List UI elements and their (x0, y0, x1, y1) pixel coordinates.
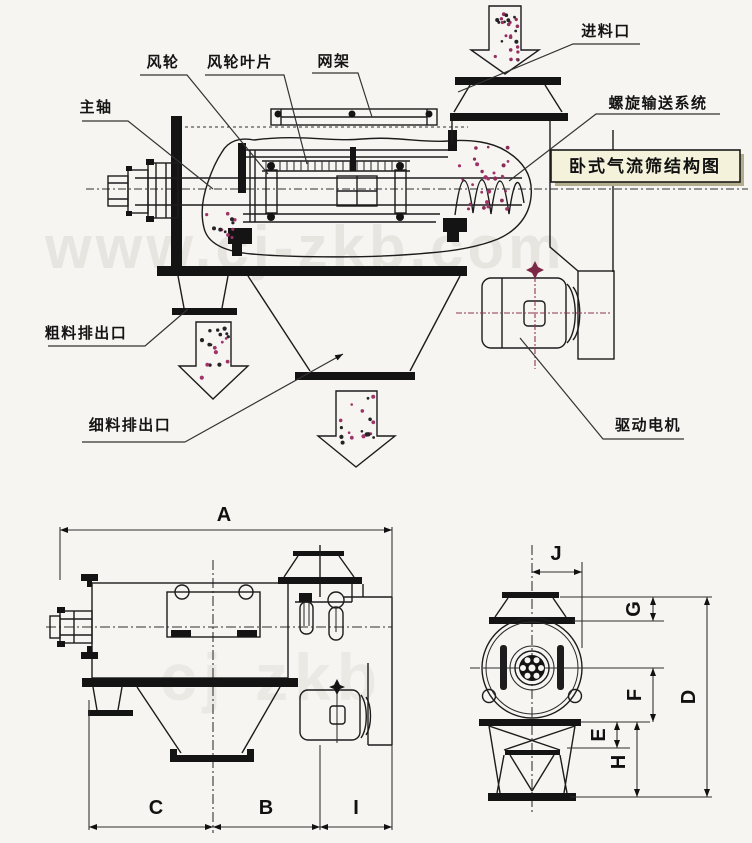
dim-g-label: G (623, 601, 645, 617)
label-screw-conveyor: 螺旋输送系统 (608, 94, 707, 112)
shaft-lines (135, 177, 522, 206)
dim-e-label: E (588, 728, 610, 741)
slot-left (500, 645, 507, 690)
label-feed-inlet: 进料口 (581, 22, 631, 40)
drive-motor-shape (456, 261, 612, 369)
label-fine-outlet: 细料排出口 (89, 416, 172, 434)
watermark-bottom: cj-zkb (160, 640, 383, 714)
fine-particles (338, 394, 376, 445)
label-mesh-frame: 网架 (317, 53, 350, 70)
feed-arrow (468, 5, 542, 75)
dim-f-label: F (624, 689, 646, 701)
support-frame (488, 725, 576, 801)
label-drive-motor: 驱动电机 (615, 416, 681, 434)
diagram-title: 卧式气流筛结构图 (569, 156, 721, 176)
dim-h-label: H (608, 755, 630, 769)
feed-inlet-assembly (450, 5, 579, 272)
side-top-box (166, 584, 261, 638)
screw-conveyor-spiral (454, 179, 525, 216)
leader-lines (48, 43, 720, 443)
casing-particles (205, 211, 237, 239)
left-wall-plate (171, 116, 182, 276)
motor-star-marker (526, 261, 544, 279)
side-inlet (278, 545, 362, 597)
fine-arrow (316, 390, 398, 468)
structure-diagram: 主轴 风轮 风轮叶片 网架 进料口 螺旋输送系统 粗料排出口 细料排出口 驱动电… (45, 5, 748, 468)
dim-i-label: I (353, 797, 359, 819)
dim-a-label: A (217, 504, 231, 526)
bearing-hub (509, 645, 555, 691)
dim-d-label: D (678, 690, 700, 704)
side-motor (299, 679, 372, 743)
coarse-particles (199, 326, 230, 380)
feed-particles (493, 12, 520, 62)
air-filters (295, 591, 352, 641)
base-bar (157, 266, 467, 276)
side-view-drawing: A (46, 504, 393, 833)
drum-casing-outline (201, 137, 533, 258)
discharge-section (172, 275, 461, 468)
slot-right (557, 645, 564, 690)
spiral-particles (457, 145, 510, 211)
main-shaft-end (107, 159, 179, 222)
coarse-arrow (177, 321, 250, 400)
side-shaft-end (49, 607, 93, 647)
wind-wheel-left (265, 169, 278, 214)
label-coarse-outlet: 粗料排出口 (45, 324, 128, 342)
sieve-mesh-teeth (265, 161, 407, 171)
label-main-shaft: 主轴 (79, 98, 112, 116)
title-box: 卧式气流筛结构图 (550, 149, 744, 186)
dim-c-label: C (149, 797, 163, 819)
end-view-drawing: J (470, 543, 712, 815)
dim-b-label: B (259, 797, 273, 819)
mesh-frame-bracket (270, 108, 438, 126)
label-wind-wheel: 风轮 (146, 53, 179, 71)
dim-j-label: J (550, 543, 561, 565)
wind-wheel-right (394, 169, 407, 214)
label-wind-wheel-blade: 风轮叶片 (207, 53, 273, 71)
